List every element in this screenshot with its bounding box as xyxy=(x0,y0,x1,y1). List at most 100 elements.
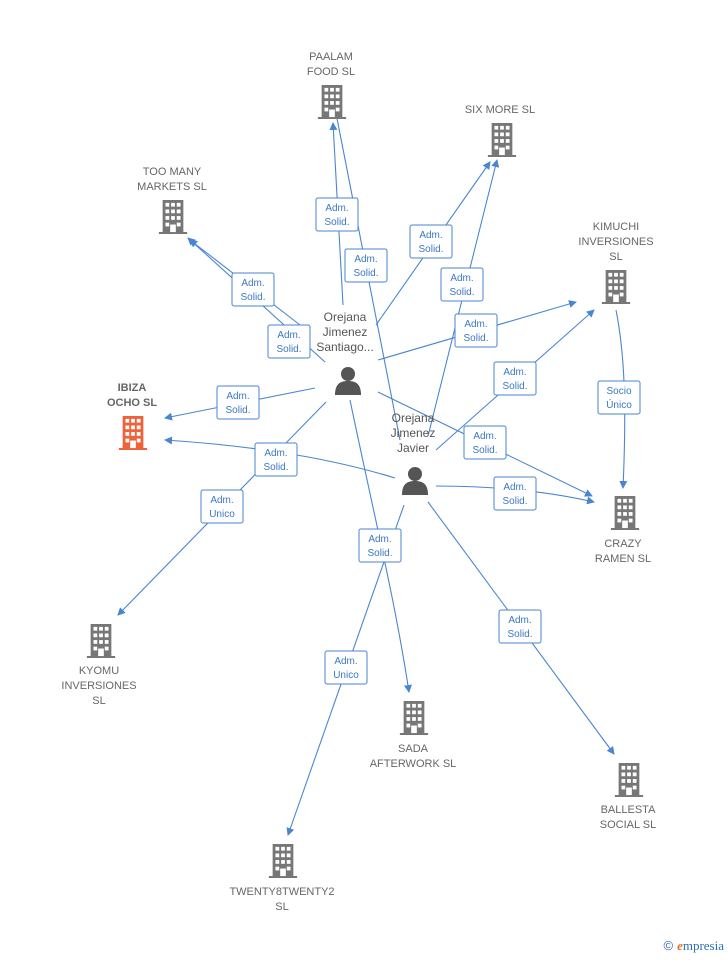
svg-text:KYOMU: KYOMU xyxy=(79,665,119,677)
company-sada-afterwork[interactable]: SADA AFTERWORK SL xyxy=(370,701,457,770)
svg-text:Adm.: Adm. xyxy=(354,254,377,265)
relation-labels: Adm. Solid. Adm. Solid. Adm. Solid. Adm.… xyxy=(200,197,641,685)
brand-initial: e xyxy=(677,938,683,953)
svg-text:Javier: Javier xyxy=(397,441,429,455)
svg-text:Jimenez: Jimenez xyxy=(391,426,436,440)
svg-text:Solid.: Solid. xyxy=(502,381,527,392)
svg-text:PAALAM: PAALAM xyxy=(309,51,353,63)
svg-text:Adm.: Adm. xyxy=(210,495,233,506)
rel-label-toomany-1: Adm. Solid. xyxy=(231,272,275,307)
svg-text:FOOD SL: FOOD SL xyxy=(307,66,355,78)
svg-text:Adm.: Adm. xyxy=(334,656,357,667)
building-icon xyxy=(268,844,298,878)
svg-text:AFTERWORK SL: AFTERWORK SL xyxy=(370,758,457,770)
svg-text:OCHO SL: OCHO SL xyxy=(107,397,157,409)
rel-label-kyomu: Adm. Unico xyxy=(200,489,244,524)
svg-text:Adm.: Adm. xyxy=(450,273,473,284)
svg-text:Santiago...: Santiago... xyxy=(316,340,373,354)
company-crazy-ramen[interactable]: CRAZY RAMEN SL xyxy=(595,496,651,565)
svg-text:Adm.: Adm. xyxy=(277,330,300,341)
building-icon xyxy=(601,270,631,304)
svg-text:KIMUCHI: KIMUCHI xyxy=(593,221,639,233)
svg-text:TOO MANY: TOO MANY xyxy=(143,166,202,178)
building-icon xyxy=(610,496,640,530)
svg-text:Unico: Unico xyxy=(333,670,359,681)
svg-text:TWENTY8TWENTY2: TWENTY8TWENTY2 xyxy=(229,886,334,898)
company-paalam-food[interactable]: PAALAM FOOD SL xyxy=(307,51,355,119)
svg-text:Jimenez: Jimenez xyxy=(323,325,368,339)
svg-text:Solid.: Solid. xyxy=(418,244,443,255)
building-icon xyxy=(487,123,517,157)
svg-text:Solid.: Solid. xyxy=(367,548,392,559)
svg-text:Solid.: Solid. xyxy=(263,462,288,473)
person-icon xyxy=(402,467,428,495)
svg-text:Adm.: Adm. xyxy=(226,391,249,402)
svg-text:SADA: SADA xyxy=(398,743,429,755)
company-twenty8twenty2[interactable]: TWENTY8TWENTY2 SL xyxy=(229,844,335,913)
company-kimuchi-inversiones[interactable]: KIMUCHI INVERSIONES SL xyxy=(578,221,654,304)
svg-text:Adm.: Adm. xyxy=(419,230,442,241)
rel-label-ibiza-1: Adm. Solid. xyxy=(216,385,260,420)
building-icon xyxy=(158,200,188,234)
rel-label-sixmore-1: Adm. Solid. xyxy=(409,224,453,259)
svg-text:Adm.: Adm. xyxy=(503,367,526,378)
svg-text:MARKETS SL: MARKETS SL xyxy=(137,181,207,193)
svg-text:Orejana: Orejana xyxy=(324,310,367,324)
company-six-more[interactable]: SIX MORE SL xyxy=(465,104,535,157)
svg-text:Solid.: Solid. xyxy=(276,344,301,355)
svg-text:IBIZA: IBIZA xyxy=(118,382,147,394)
svg-text:SL: SL xyxy=(92,695,105,707)
svg-text:Solid.: Solid. xyxy=(240,292,265,303)
rel-label-crazy-2: Adm. Solid. xyxy=(493,476,537,511)
rel-label-toomany-2: Adm. Solid. xyxy=(267,324,311,359)
svg-text:Solid.: Solid. xyxy=(225,405,250,416)
person-orejana-jimenez-santiago[interactable]: Orejana Jimenez Santiago... xyxy=(316,310,374,395)
copyright-symbol: © xyxy=(663,938,674,953)
svg-text:BALLESTA: BALLESTA xyxy=(601,804,656,816)
svg-text:Único: Único xyxy=(606,398,632,411)
rel-label-crazy-1: Adm. Solid. xyxy=(463,425,507,460)
rel-label-paalam-2: Adm. Solid. xyxy=(344,248,388,283)
svg-text:Socio: Socio xyxy=(606,386,631,397)
building-icon xyxy=(317,85,347,119)
svg-text:Solid.: Solid. xyxy=(324,217,349,228)
person-nodes: Orejana Jimenez Santiago... Orejana Jime… xyxy=(316,310,435,495)
edges xyxy=(117,97,628,836)
svg-text:Adm.: Adm. xyxy=(264,448,287,459)
svg-text:SIX MORE SL: SIX MORE SL xyxy=(465,104,535,116)
rel-label-kimuchi-1: Adm. Solid. xyxy=(454,313,498,348)
svg-text:SL: SL xyxy=(275,901,288,913)
svg-text:Adm.: Adm. xyxy=(368,534,391,545)
empresia-watermark: ©empresia xyxy=(663,938,724,954)
rel-label-ballesta: Adm. Solid. xyxy=(498,609,542,644)
svg-text:Adm.: Adm. xyxy=(241,278,264,289)
rel-label-twenty: Adm. Unico xyxy=(324,650,368,685)
svg-text:SL: SL xyxy=(609,251,622,263)
brand-name: mpresia xyxy=(682,938,724,953)
svg-text:CRAZY: CRAZY xyxy=(604,538,642,550)
svg-text:Solid.: Solid. xyxy=(353,268,378,279)
svg-text:SOCIAL SL: SOCIAL SL xyxy=(600,819,656,831)
company-ibiza-ocho[interactable]: IBIZA OCHO SL xyxy=(107,382,157,450)
company-ballesta-social[interactable]: BALLESTA SOCIAL SL xyxy=(600,763,656,831)
svg-text:Adm.: Adm. xyxy=(503,482,526,493)
svg-text:Adm.: Adm. xyxy=(464,319,487,330)
svg-text:Solid.: Solid. xyxy=(449,287,474,298)
svg-text:INVERSIONES: INVERSIONES xyxy=(578,236,653,248)
svg-text:INVERSIONES: INVERSIONES xyxy=(61,680,136,692)
person-orejana-jimenez-javier[interactable]: Orejana Jimenez Javier xyxy=(391,411,436,495)
company-too-many-markets[interactable]: TOO MANY MARKETS SL xyxy=(137,166,207,234)
rel-label-ibiza-2: Adm. Solid. xyxy=(254,442,298,477)
svg-text:Solid.: Solid. xyxy=(502,496,527,507)
rel-label-socio-unico: Socio Único xyxy=(597,380,641,415)
svg-text:Orejana: Orejana xyxy=(392,411,435,425)
rel-label-sixmore-2: Adm. Solid. xyxy=(440,267,484,302)
rel-label-sada: Adm. Solid. xyxy=(358,528,402,563)
svg-text:Unico: Unico xyxy=(209,509,235,520)
person-icon xyxy=(335,367,361,395)
svg-text:Adm.: Adm. xyxy=(473,431,496,442)
rel-label-kimuchi-2: Adm. Solid. xyxy=(493,361,537,396)
company-kyomu-inversiones[interactable]: KYOMU INVERSIONES SL xyxy=(61,624,137,707)
company-nodes: PAALAM FOOD SL SIX MORE SL TOO MANY MARK… xyxy=(61,51,656,913)
